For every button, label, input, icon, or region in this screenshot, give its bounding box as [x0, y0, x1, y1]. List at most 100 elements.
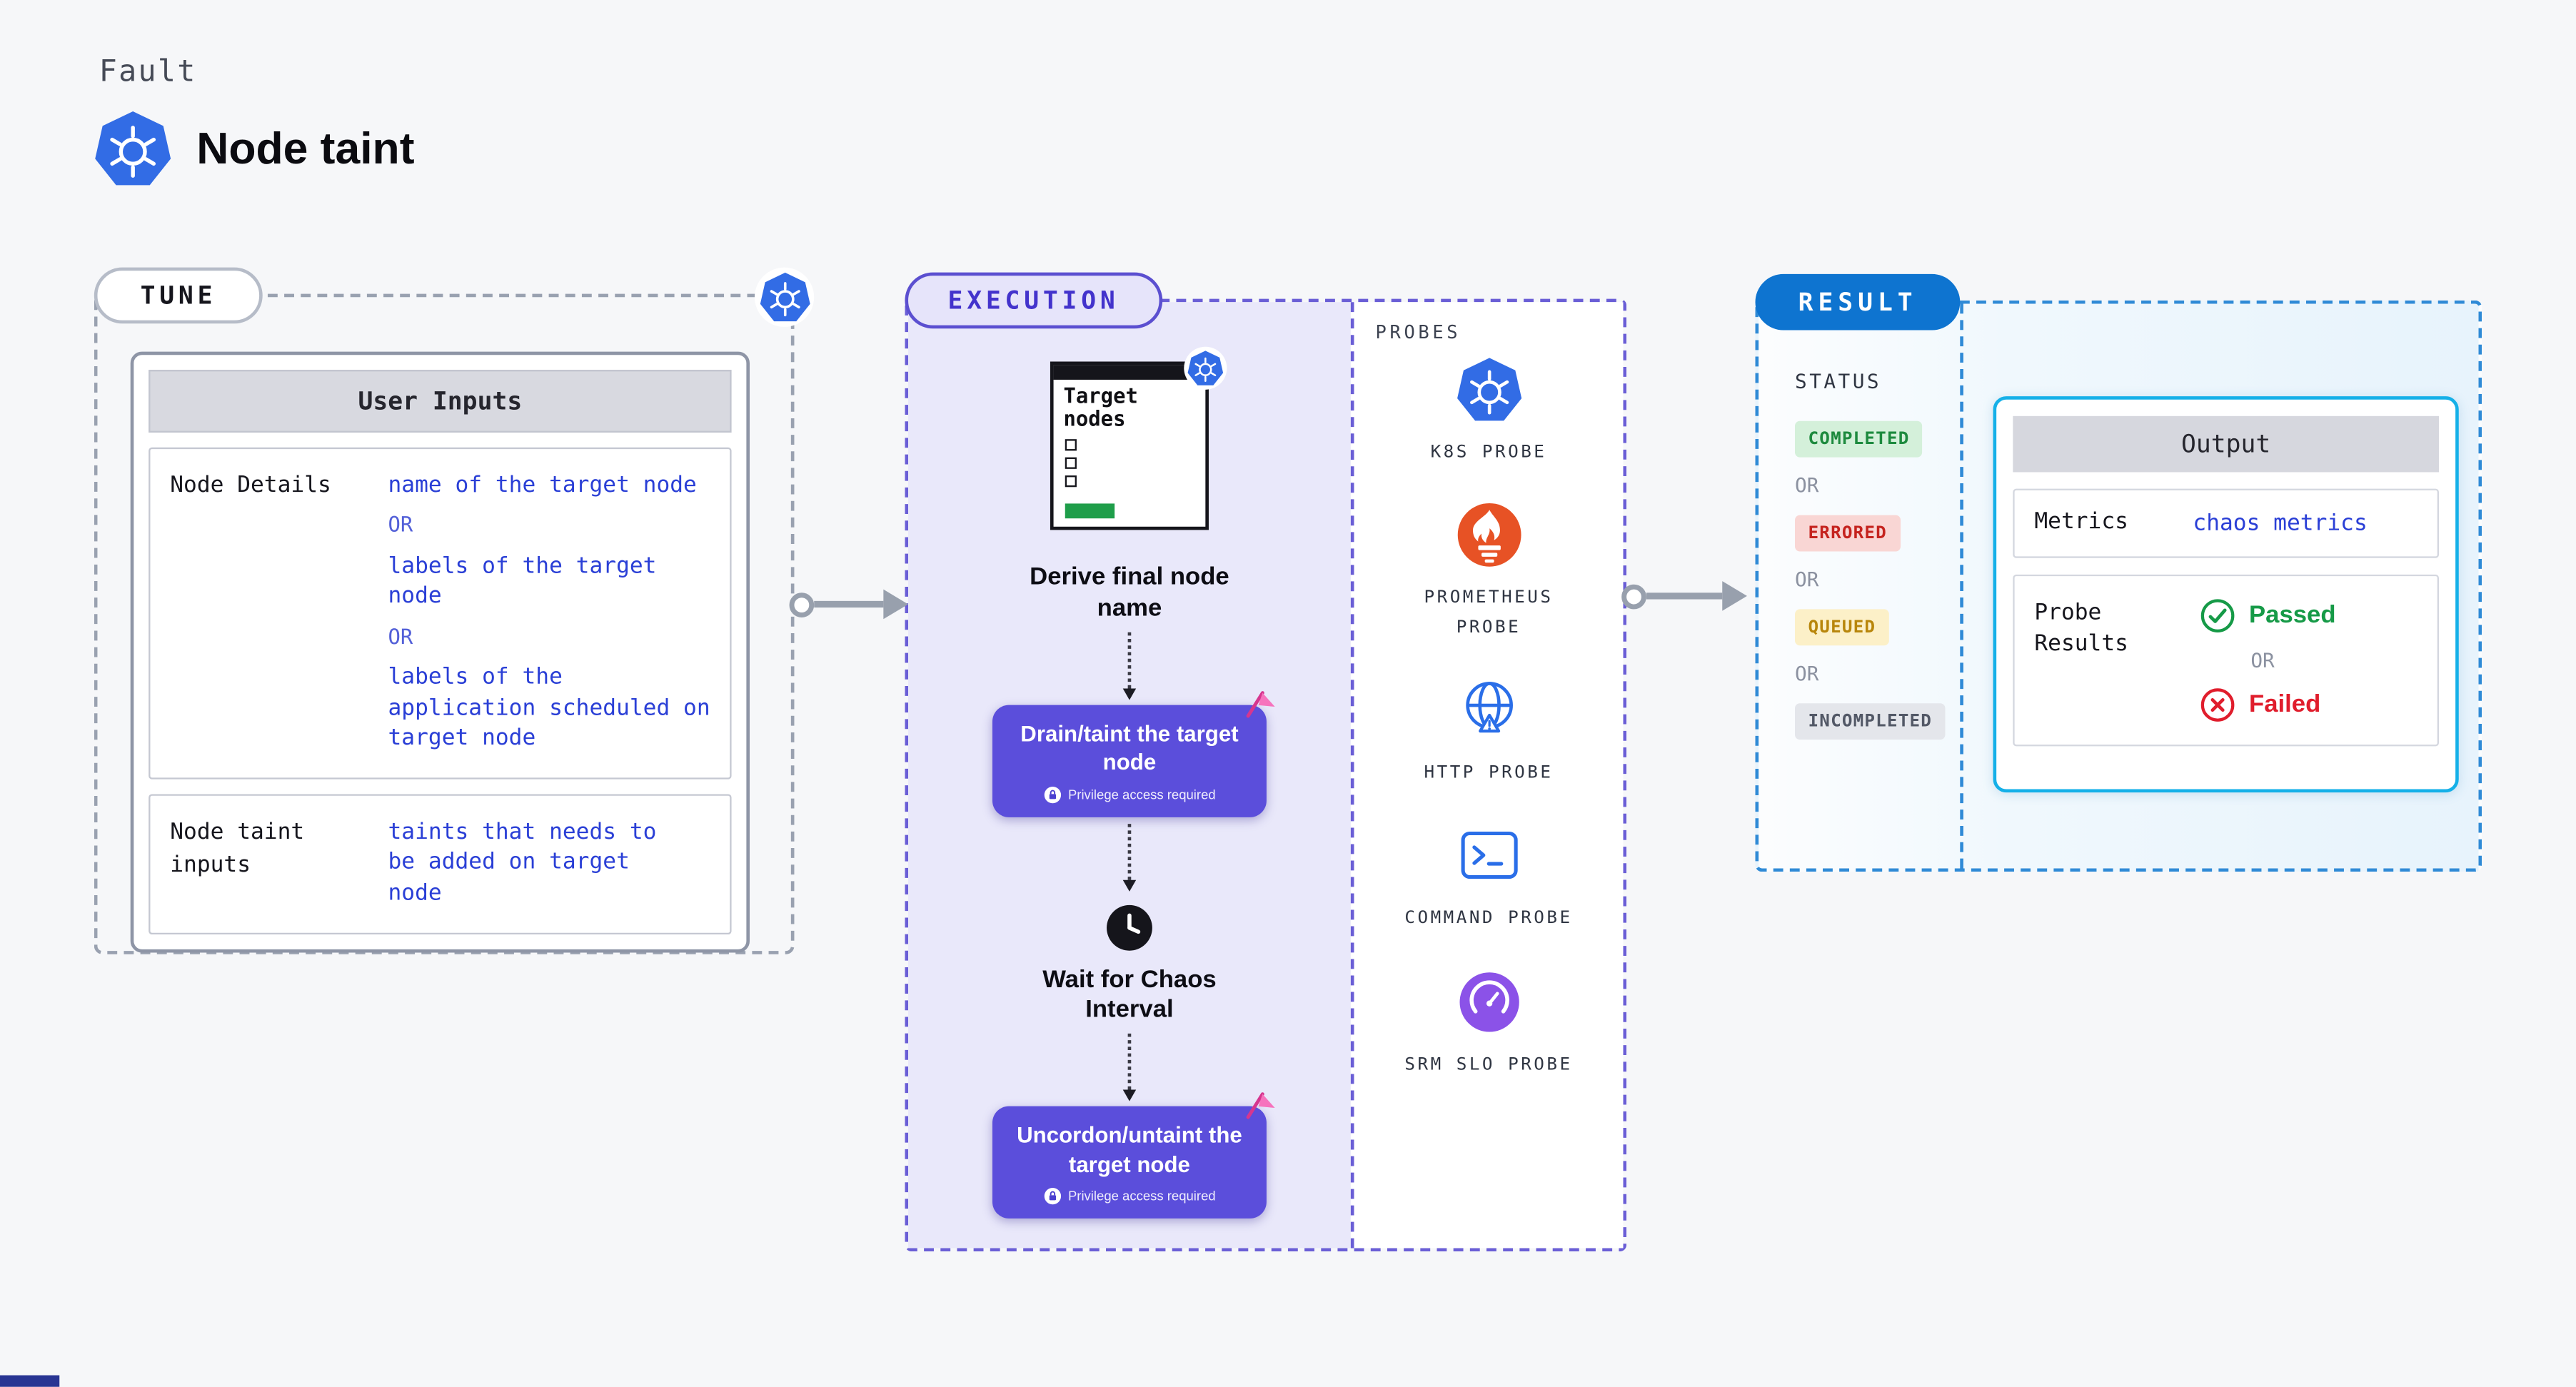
- arrow-shaft: [814, 600, 884, 608]
- probe-item: HTTP PROBE: [1424, 677, 1554, 788]
- probe-results-label: Probe Results: [2034, 598, 2128, 657]
- status-badge-queued: QUEUED: [1795, 609, 1889, 646]
- kubernetes-icon: [94, 109, 172, 188]
- checkbox-icon: [1065, 457, 1077, 469]
- command-probe-icon: [1456, 822, 1522, 889]
- probe-results-row: Probe Results Passed OR Failed: [2013, 573, 2440, 746]
- probe-label: HTTP PROBE: [1424, 762, 1554, 783]
- privilege-note-text: Privilege access required: [1067, 787, 1216, 802]
- result-section: RESULT STATUS COMPLETED OR ERRORED OR QU…: [1755, 273, 2482, 872]
- user-inputs-header: User Inputs: [149, 370, 732, 433]
- or-separator: OR: [1795, 662, 1819, 685]
- clock-icon: [1105, 902, 1154, 952]
- probes-panel: PROBES K8S PROBE PROMETHEUS PROBE HTTP P…: [1350, 302, 1624, 1249]
- privilege-note: Privilege access required: [1009, 785, 1250, 803]
- value-line: name of the target node: [388, 472, 697, 499]
- status-badge-completed: COMPLETED: [1795, 420, 1923, 458]
- or-separator: OR: [1795, 473, 1819, 498]
- value-line: labels of the target node: [388, 553, 657, 610]
- probe-results-values: Passed OR Failed: [2193, 597, 2417, 722]
- probes-title: PROBES: [1375, 321, 1461, 344]
- privilege-note-text: Privilege access required: [1067, 1189, 1216, 1204]
- step-wait-chaos-interval: Wait for Chaos Interval: [1042, 965, 1217, 1024]
- partial-element-bottom-left: [0, 1375, 60, 1387]
- output-header: Output: [2013, 415, 2440, 473]
- step-derive-node-name: Derive final node name: [1030, 563, 1229, 622]
- lock-icon: [1043, 785, 1061, 803]
- page-header: Node taint: [94, 109, 415, 188]
- checkbox-list-icon: [1065, 439, 1077, 488]
- prometheus-probe-icon: [1456, 503, 1522, 569]
- probe-item: K8S PROBE: [1431, 357, 1547, 468]
- or-separator: OR: [2250, 647, 2275, 672]
- value-line: labels of the application scheduled on t…: [388, 664, 710, 751]
- status-column: STATUS COMPLETED OR ERRORED OR QUEUED OR…: [1759, 303, 1963, 869]
- step-title: Drain/taint the target node: [1020, 720, 1239, 775]
- probe-item: PROMETHEUS PROBE: [1404, 503, 1573, 642]
- progress-bar: [1065, 503, 1115, 519]
- arrow-head: [883, 589, 909, 620]
- target-nodes-card: Target nodes: [1050, 346, 1227, 530]
- checkbox-icon: [1065, 475, 1077, 488]
- execution-section: EXECUTION Target nodes Derive final node…: [905, 272, 1627, 1252]
- metrics-value: chaos metrics: [2193, 510, 2368, 537]
- probe-item: SRM SLO PROBE: [1404, 969, 1572, 1080]
- status-title: STATUS: [1795, 370, 1882, 393]
- output-card: Output Metrics chaos metrics Probe Resul…: [1993, 396, 2459, 793]
- row-value: taints that needs to be added on target …: [388, 817, 669, 911]
- target-nodes-title: Target nodes: [1063, 383, 1138, 432]
- srm-slo-probe-icon: [1456, 969, 1522, 1035]
- flow-connector: [1122, 823, 1137, 891]
- execution-pill: EXECUTION: [905, 272, 1162, 329]
- flow-connector: [1122, 631, 1137, 700]
- arrow-shaft: [1646, 592, 1723, 600]
- row-label: Node taint inputs: [170, 819, 305, 878]
- probe-label: SRM SLO PROBE: [1404, 1054, 1573, 1074]
- row-value: name of the target node OR labels of the…: [388, 470, 714, 756]
- arrow-head: [1722, 581, 1747, 611]
- tune-section: TUNE User Inputs Node Details name of th…: [94, 267, 815, 954]
- flow-connector: [1122, 1034, 1137, 1101]
- checkbox-icon: [1065, 439, 1077, 451]
- metrics-row: Metrics chaos metrics: [2013, 488, 2440, 558]
- or-separator: OR: [388, 512, 413, 538]
- flow-arrow-icon: [1621, 581, 1747, 611]
- table-row-node-details: Node Details name of the target node OR …: [149, 447, 732, 780]
- kubernetes-icon: [1184, 346, 1227, 390]
- lock-icon: [1043, 1187, 1061, 1205]
- passed-label: Passed: [2249, 601, 2336, 630]
- clock-icon: [1105, 902, 1154, 952]
- page-title: Node taint: [196, 123, 415, 173]
- step-title: Uncordon/untaint the target node: [1017, 1122, 1242, 1177]
- status-badge-incompleted: INCOMPLETED: [1795, 703, 1946, 740]
- value-line: taints that needs to be added on target …: [388, 819, 657, 906]
- probe-label: PROMETHEUS PROBE: [1424, 588, 1554, 637]
- privilege-note: Privilege access required: [1009, 1187, 1250, 1205]
- probe-result-passed: Passed: [2200, 597, 2417, 633]
- flow-arrow-icon: [789, 589, 909, 620]
- result-pill: RESULT: [1755, 273, 1961, 331]
- tune-pill: TUNE: [94, 267, 263, 324]
- failed-x-icon: [2200, 686, 2236, 722]
- probe-label: COMMAND PROBE: [1404, 908, 1573, 929]
- metrics-label: Metrics: [2034, 508, 2128, 535]
- status-badge-errored: ERRORED: [1795, 515, 1901, 552]
- probe-item: COMMAND PROBE: [1404, 822, 1572, 934]
- drain-taint-step: Drain/taint the target node Privilege ac…: [992, 704, 1267, 817]
- card-title-bar: [1053, 365, 1206, 380]
- http-probe-icon: [1456, 677, 1522, 743]
- table-row-node-taint-inputs: Node taint inputs taints that needs to b…: [149, 794, 732, 934]
- probe-result-failed: Failed: [2200, 686, 2417, 722]
- user-inputs-table: User Inputs Node Details name of the tar…: [130, 351, 750, 952]
- probe-label: K8S PROBE: [1430, 442, 1547, 463]
- arrow-tail: [1621, 583, 1646, 609]
- failed-label: Failed: [2249, 690, 2321, 719]
- row-label: Node Details: [170, 472, 331, 499]
- k8s-probe-icon: [1456, 357, 1522, 423]
- or-separator: OR: [388, 623, 413, 648]
- kubernetes-icon: [759, 271, 810, 323]
- kubernetes-icon: [754, 267, 815, 327]
- or-separator: OR: [1795, 568, 1819, 591]
- fault-kicker: Fault: [99, 54, 197, 89]
